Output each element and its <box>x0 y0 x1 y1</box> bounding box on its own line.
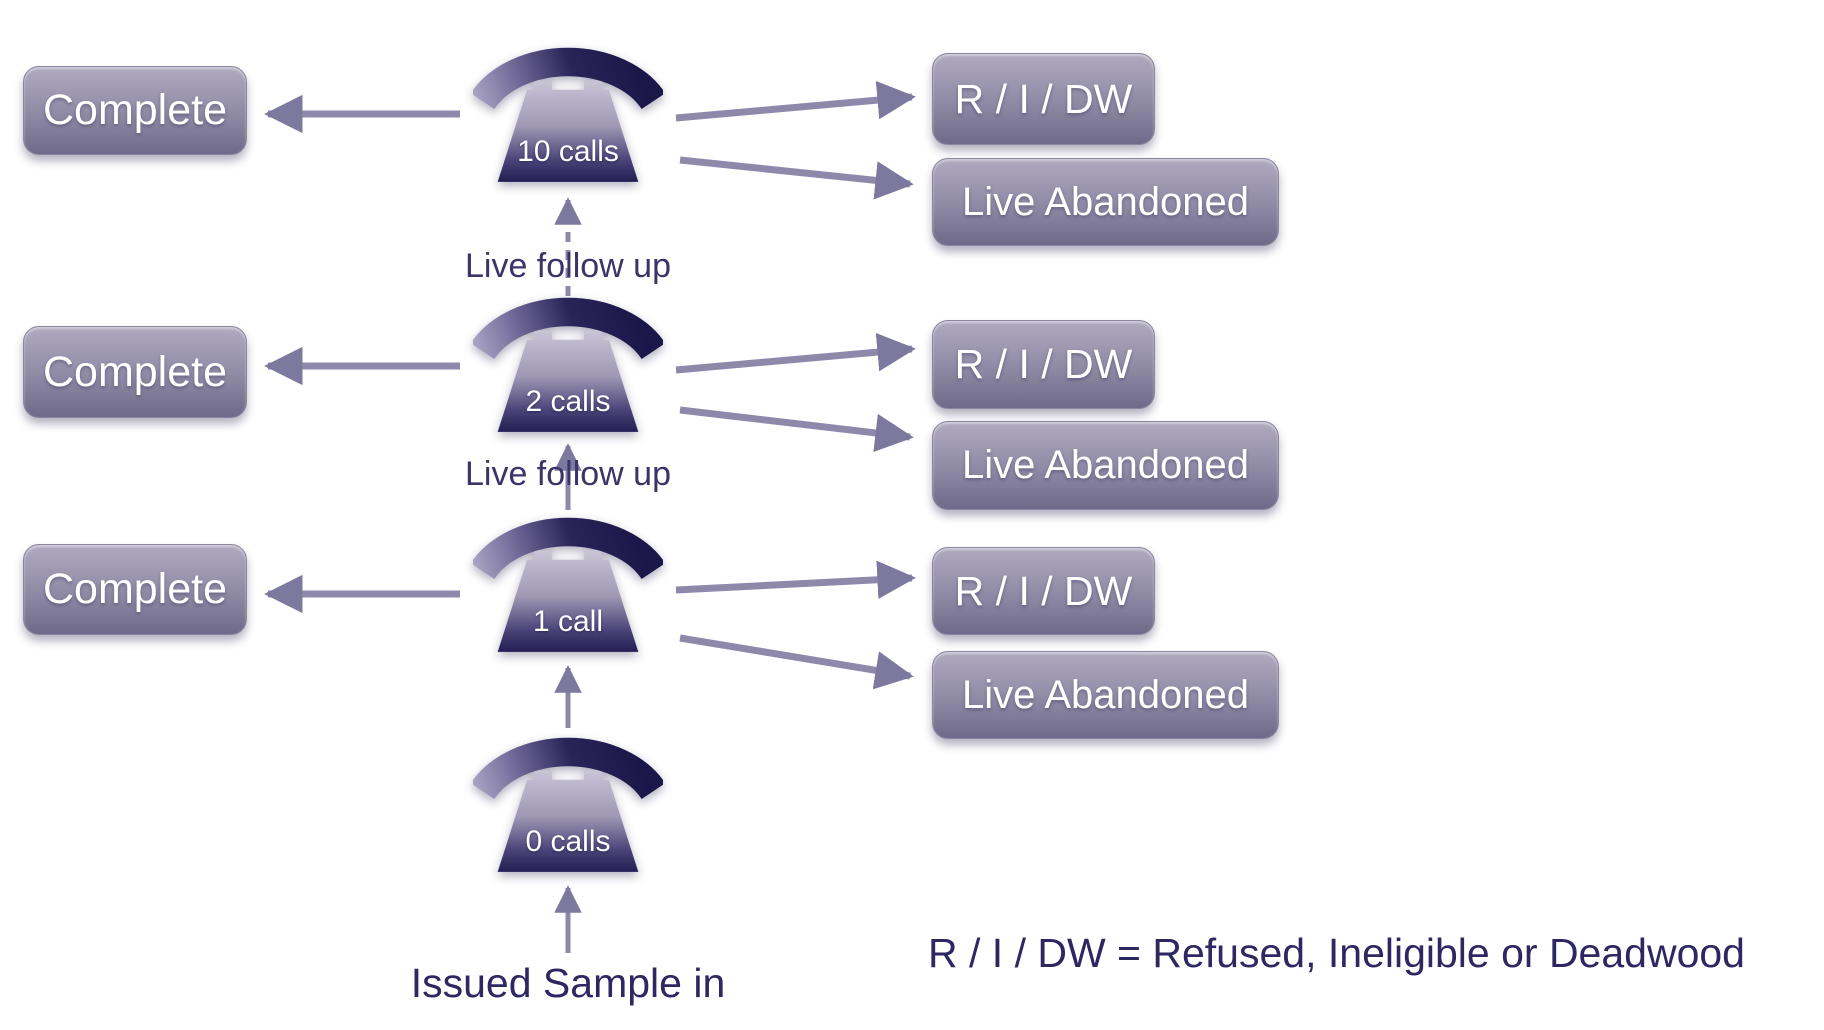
issued-sample-label: Issued Sample in <box>410 960 726 1006</box>
live-abandoned-box-3: Live Abandoned <box>932 651 1279 739</box>
live-abandoned-box-1: Live Abandoned <box>932 158 1279 246</box>
ridw-box-2: R / I / DW <box>932 320 1155 409</box>
live-follow-up-label-2: Live follow up <box>464 455 671 493</box>
arrow-to-live-abandoned-3 <box>679 634 914 690</box>
arrow-to-ridw-3 <box>675 560 916 599</box>
ridw-box-1: R / I / DW <box>932 53 1155 145</box>
phone-2-calls: 2 calls <box>473 290 663 435</box>
live-abandoned-box-2: Live Abandoned <box>932 421 1279 510</box>
complete-box-3: Complete <box>23 544 247 635</box>
legend-text: R / I / DW = Refused, Ineligible or Dead… <box>928 930 1745 976</box>
arrow-to-ridw-1 <box>675 80 916 122</box>
arrow-to-live-abandoned-2 <box>679 406 914 453</box>
phone-label: 1 call <box>532 605 604 638</box>
phone-0-calls: 0 calls <box>473 730 663 875</box>
phone-label: 10 calls <box>517 135 619 168</box>
complete-box-1: Complete <box>23 66 247 155</box>
ridw-box-3: R / I / DW <box>932 547 1155 635</box>
live-follow-up-label-1: Live follow up <box>464 247 671 285</box>
phone-label: 2 calls <box>525 385 611 418</box>
phone-label: 0 calls <box>525 825 611 858</box>
arrow-to-ridw-2 <box>675 332 916 374</box>
phone-10-calls: 10 calls <box>473 40 663 185</box>
complete-box-2: Complete <box>23 326 247 418</box>
arrow-to-live-abandoned-1 <box>679 156 914 200</box>
phone-1-call: 1 call <box>473 510 663 655</box>
